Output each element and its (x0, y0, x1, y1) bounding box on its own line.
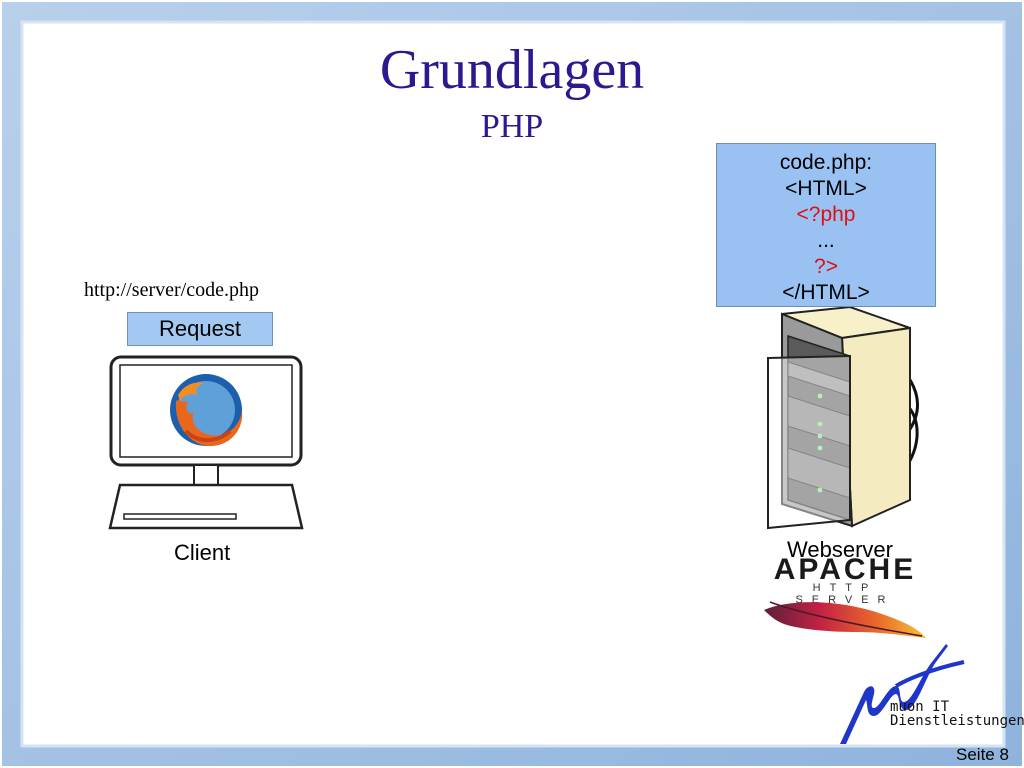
code-line: </HTML> (782, 281, 870, 304)
page-number: Seite 8 (956, 745, 1009, 764)
request-url: http://server/code.php (84, 279, 259, 301)
server-rack-icon (767, 305, 919, 530)
code-box: code.php: <HTML> <?php ... ?> </HTML> (716, 143, 936, 307)
apache-wordmark: APACHE (773, 553, 917, 586)
apache-feather-icon (764, 601, 926, 638)
code-line: code.php: (779, 151, 873, 174)
slide-subtitle: PHP (480, 108, 544, 145)
muon-logo-line-2: Dienstleistungen (890, 713, 1024, 729)
code-line: ... (817, 229, 835, 252)
muon-logo-icon (840, 644, 965, 744)
slide-title: Grundlagen (379, 39, 645, 101)
code-line: <HTML> (785, 177, 867, 200)
php-open-tag: <?php (796, 203, 856, 226)
server-label: Webserver (787, 537, 893, 562)
muon-logo-text: muon IT Dienstleistungen (890, 700, 1024, 728)
request-box: Request (127, 312, 273, 346)
muon-logo-line-1: muon IT (890, 699, 950, 715)
php-close-tag: ?> (814, 255, 838, 278)
client-label: Client (174, 540, 231, 565)
firefox-icon (170, 374, 243, 447)
